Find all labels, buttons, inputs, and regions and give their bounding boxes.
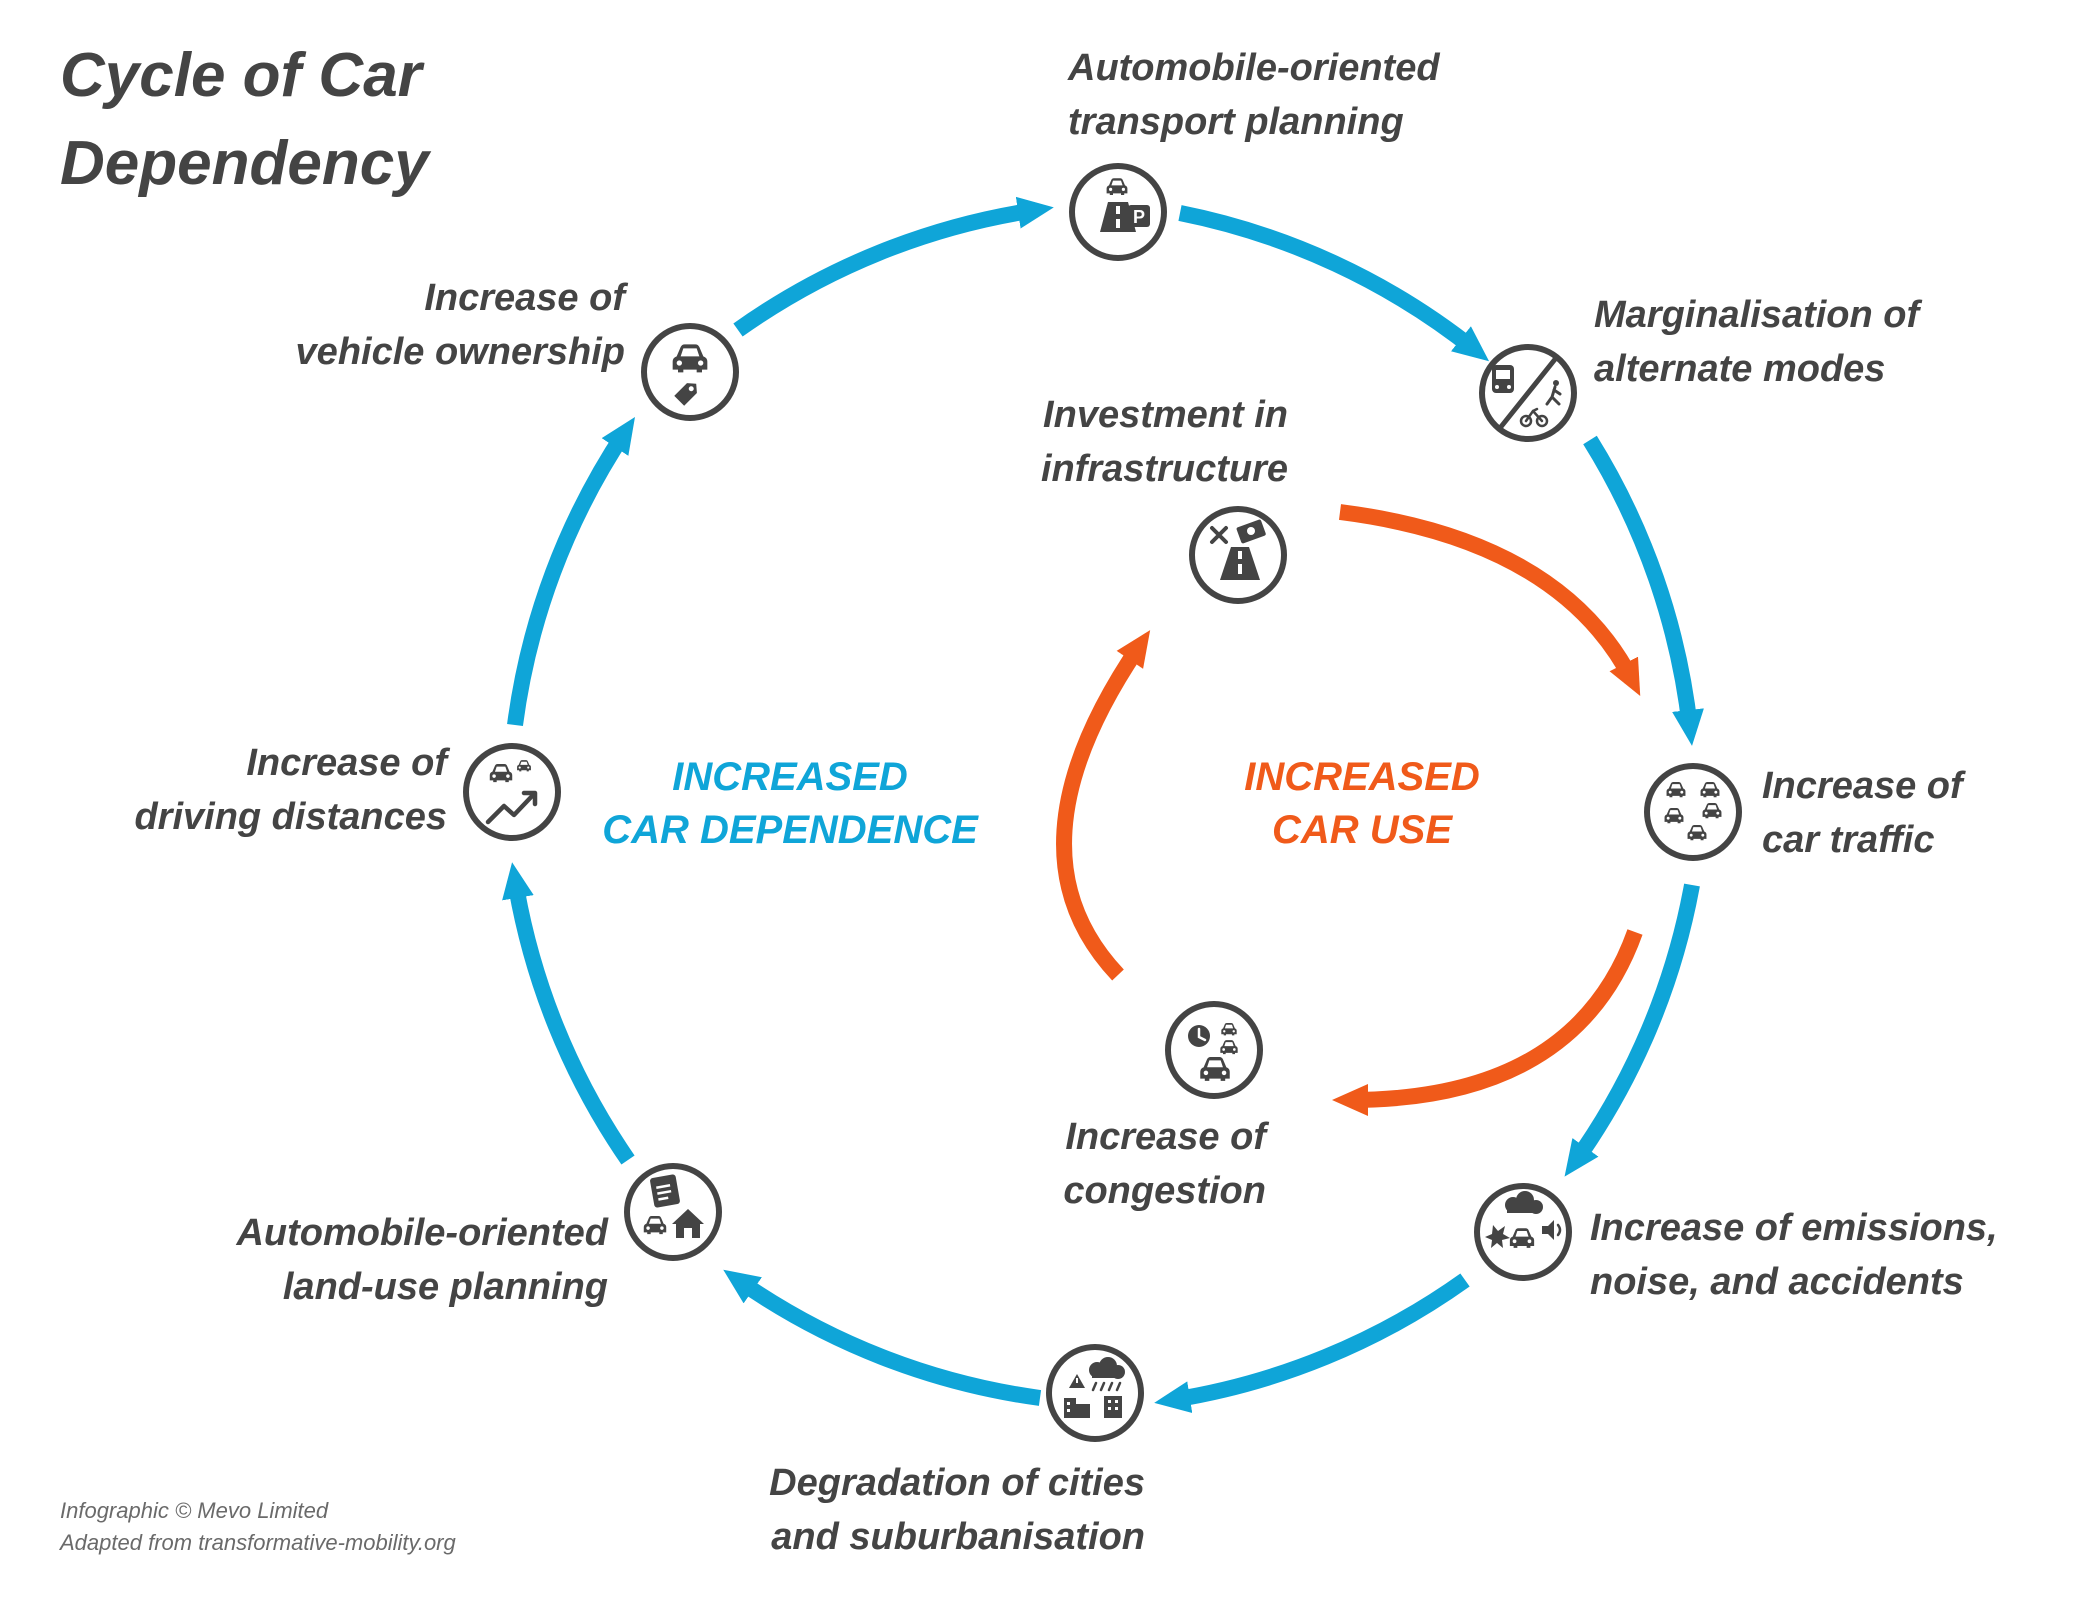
arrow-congestion-to-investment: [1056, 630, 1151, 981]
arrow-car-traffic-to-emissions: [1564, 883, 1700, 1177]
arrow-car-traffic-to-congestion: [1332, 929, 1643, 1116]
arrow-degradation-to-land-use: [723, 1269, 1042, 1406]
svg-text:P: P: [1133, 207, 1145, 227]
inner-cycle-label-1: INCREASED: [1244, 755, 1480, 799]
node-land-use: Automobile-oriented land-use planning: [235, 1163, 722, 1308]
transport-planning-label-1: Automobile-oriented: [1067, 47, 1440, 89]
investment-label-2: infrastructure: [1041, 448, 1288, 490]
tools-money-road-icon: [1210, 519, 1266, 580]
vehicle-ownership-label-1: Increase of: [424, 277, 628, 319]
arrow-land-use-to-driving-distances: [502, 862, 635, 1165]
smog-crash-noise-icon: [1485, 1191, 1562, 1248]
city-rain-warning-icon: [1064, 1357, 1125, 1418]
node-transport-planning: P Automobile-oriented transport planning: [1067, 47, 1440, 261]
arrow-marginalisation-to-car-traffic: [1583, 435, 1704, 746]
driving-distances-label-1: Increase of: [246, 742, 450, 784]
arrow-ownership-to-transport: [733, 196, 1054, 337]
transport-planning-label-2: transport planning: [1068, 101, 1404, 143]
congestion-label-1: Increase of: [1065, 1116, 1269, 1158]
title-line-1: Cycle of Car: [60, 41, 425, 110]
degradation-label-1: Degradation of cities: [769, 1462, 1145, 1504]
arrow-driving-distances-to-ownership: [507, 417, 635, 727]
outer-cycle-label-1: INCREASED: [672, 755, 908, 799]
node-degradation: Degradation of cities and suburbanisatio…: [769, 1344, 1145, 1558]
land-use-label-1: Automobile-oriented: [235, 1212, 608, 1254]
outer-cycle-label-2: CAR DEPENDENCE: [602, 808, 979, 852]
credit-line-2: Adapted from transformative-mobility.org: [58, 1530, 457, 1555]
arrow-investment-to-car-traffic: [1338, 504, 1641, 697]
node-investment: Investment in infrastructure: [1041, 394, 1288, 604]
cars-trend-up-icon: [485, 760, 538, 825]
car-traffic-label-1: Increase of: [1762, 765, 1966, 807]
inner-cycle-label-2: CAR USE: [1272, 808, 1453, 852]
node-car-traffic: Increase of car traffic: [1644, 763, 1966, 861]
vehicle-ownership-label-2: vehicle ownership: [296, 331, 625, 373]
marginalisation-label-2: alternate modes: [1594, 348, 1885, 390]
inner-cycle-arrows: [1056, 504, 1643, 1116]
node-vehicle-ownership: Increase of vehicle ownership: [296, 277, 739, 421]
clock-cars-icon: [1188, 1023, 1238, 1081]
road-car-parking-icon: P: [1100, 178, 1150, 232]
car-traffic-label-2: car traffic: [1762, 819, 1935, 861]
node-congestion: Increase of congestion: [1063, 1001, 1269, 1212]
land-use-label-2: land-use planning: [283, 1266, 608, 1308]
outer-cycle-arrows: [502, 196, 1704, 1413]
title-line-2: Dependency: [60, 129, 432, 198]
emissions-label-1: Increase of emissions,: [1590, 1207, 1998, 1249]
node-emissions: Increase of emissions, noise, and accide…: [1474, 1183, 1998, 1303]
car-price-tag-icon: [672, 344, 708, 406]
credit-line-1: Infographic © Mevo Limited: [60, 1498, 329, 1523]
degradation-label-2: and suburbanisation: [771, 1516, 1145, 1558]
plan-car-house-icon: [643, 1174, 704, 1238]
node-driving-distances: Increase of driving distances: [134, 742, 561, 841]
arrow-emissions-to-degradation: [1154, 1273, 1470, 1413]
no-bus-walk-bike-icon: [1492, 355, 1562, 431]
emissions-label-2: noise, and accidents: [1590, 1261, 1964, 1303]
marginalisation-label-1: Marginalisation of: [1594, 294, 1922, 336]
investment-label-1: Investment in: [1043, 394, 1288, 436]
driving-distances-label-2: driving distances: [134, 796, 447, 838]
node-marginalisation: Marginalisation of alternate modes: [1479, 294, 1922, 442]
congestion-label-2: congestion: [1063, 1170, 1266, 1212]
arrow-transport-to-marginalisation: [1178, 205, 1490, 362]
